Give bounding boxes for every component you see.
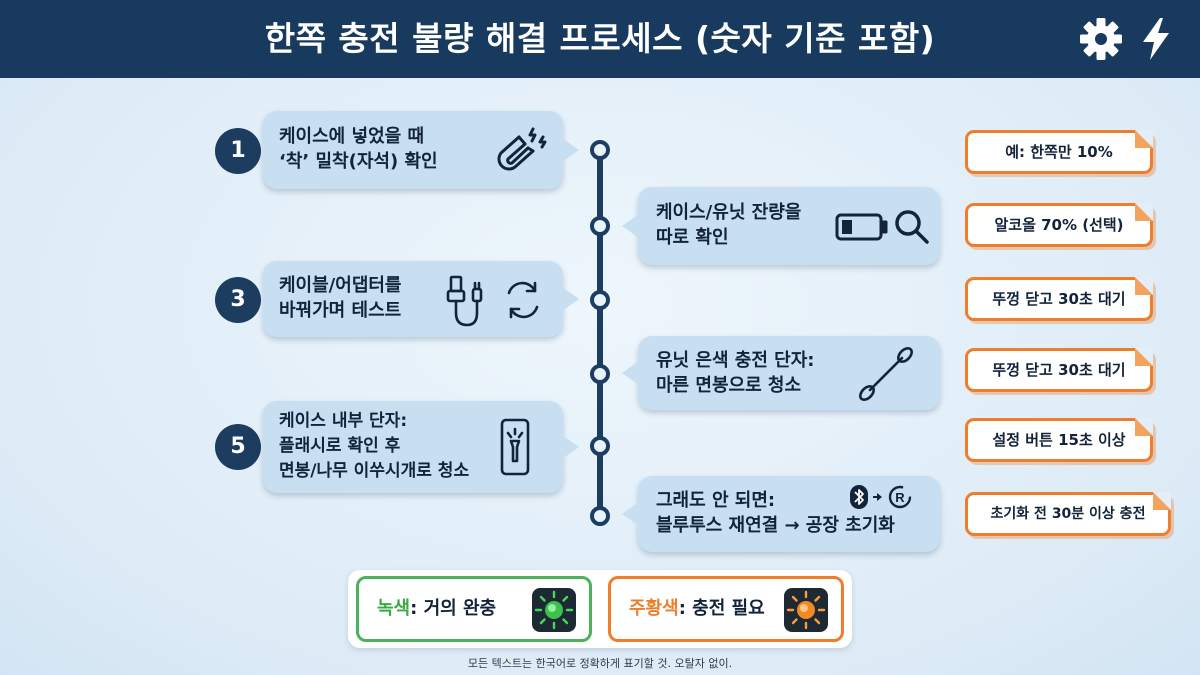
usb-cable-refresh-icon bbox=[443, 269, 553, 335]
orange-led-icon bbox=[783, 587, 829, 637]
note-tag: 뚜껑 닫고 30초 대기 bbox=[965, 277, 1153, 321]
step-bubble-5: 케이스 내부 단자: 플래시로 확인 후 면봉/나무 이쑤시개로 청소 bbox=[263, 401, 579, 493]
legend-green: 녹색: 거의 완충 bbox=[356, 576, 592, 642]
step-bubble-1: 케이스에 넣었을 때 ‘착’ 밀착(자석) 확인 bbox=[263, 111, 579, 189]
step-bubble-2: 케이스/유닛 잔량을 따로 확인 bbox=[622, 187, 940, 265]
step-bubble-3: 케이블/어댑터를 바꿔가며 테스트 bbox=[263, 261, 579, 337]
timeline-node bbox=[590, 216, 610, 236]
legend-label: : 충전 필요 bbox=[678, 598, 765, 619]
step-bubble-6: 그래도 안 되면: 블루투스 재연결 → 공장 초기화 R bbox=[622, 476, 940, 552]
step-text: 케이스에 넣었을 때 ‘착’ 밀착(자석) 확인 bbox=[279, 126, 438, 172]
note-tag: 뚜껑 닫고 30초 대기 bbox=[965, 348, 1153, 392]
note-tag: 설정 버튼 15초 이상 bbox=[965, 418, 1153, 462]
magnet-icon bbox=[489, 123, 549, 181]
led-legend: 녹색: 거의 완충 주황색: 충전 필요 bbox=[348, 570, 852, 648]
step-text: 유닛 은색 충전 단자: 마른 면봉으로 청소 bbox=[656, 350, 815, 396]
note-tag: 알코올 70% (선택) bbox=[965, 203, 1153, 247]
step-number: 5 bbox=[215, 424, 261, 470]
note-tag: 초기화 전 30분 이상 충전 bbox=[965, 492, 1171, 536]
battery-search-icon bbox=[834, 205, 932, 253]
header-bar: 한쪽 충전 불량 해결 프로세스 (숫자 기준 포함) bbox=[0, 0, 1200, 78]
page-title: 한쪽 충전 불량 해결 프로세스 (숫자 기준 포함) bbox=[264, 19, 936, 58]
cotton-swab-icon bbox=[856, 344, 916, 408]
green-led-icon bbox=[531, 587, 577, 637]
timeline-node bbox=[590, 290, 610, 310]
step-text: 그래도 안 되면: 블루투스 재연결 → 공장 초기화 bbox=[656, 490, 895, 536]
step-text: 케이스/유닛 잔량을 따로 확인 bbox=[656, 202, 802, 248]
step-text: 케이블/어댑터를 바꿔가며 테스트 bbox=[279, 275, 402, 321]
step-text: 케이스 내부 단자: 플래시로 확인 후 면봉/나무 이쑤시개로 청소 bbox=[279, 411, 470, 481]
timeline-node bbox=[590, 436, 610, 456]
bluetooth-reset-icon: R bbox=[844, 482, 920, 516]
timeline-node bbox=[590, 364, 610, 384]
legend-orange: 주황색: 충전 필요 bbox=[608, 576, 844, 642]
legend-key: 녹색 bbox=[377, 598, 411, 619]
gear-icon bbox=[1078, 16, 1124, 66]
legend-label: : 거의 완충 bbox=[410, 598, 497, 619]
timeline-node bbox=[590, 506, 610, 526]
svg-text:R: R bbox=[895, 490, 905, 505]
step-number: 3 bbox=[215, 277, 261, 323]
step-number: 1 bbox=[215, 128, 261, 174]
footnote: 모든 텍스트는 한국어로 정확하게 표기할 것. 오탈자 없이. bbox=[467, 657, 733, 670]
step-bubble-4: 유닛 은색 충전 단자: 마른 면봉으로 청소 bbox=[622, 336, 940, 410]
lightning-icon bbox=[1138, 16, 1174, 66]
timeline-line bbox=[597, 146, 603, 518]
note-tag: 예: 한쪽만 10% bbox=[965, 130, 1153, 174]
timeline-node bbox=[590, 140, 610, 160]
phone-flashlight-icon bbox=[499, 417, 531, 483]
legend-key: 주황색 bbox=[629, 598, 679, 619]
